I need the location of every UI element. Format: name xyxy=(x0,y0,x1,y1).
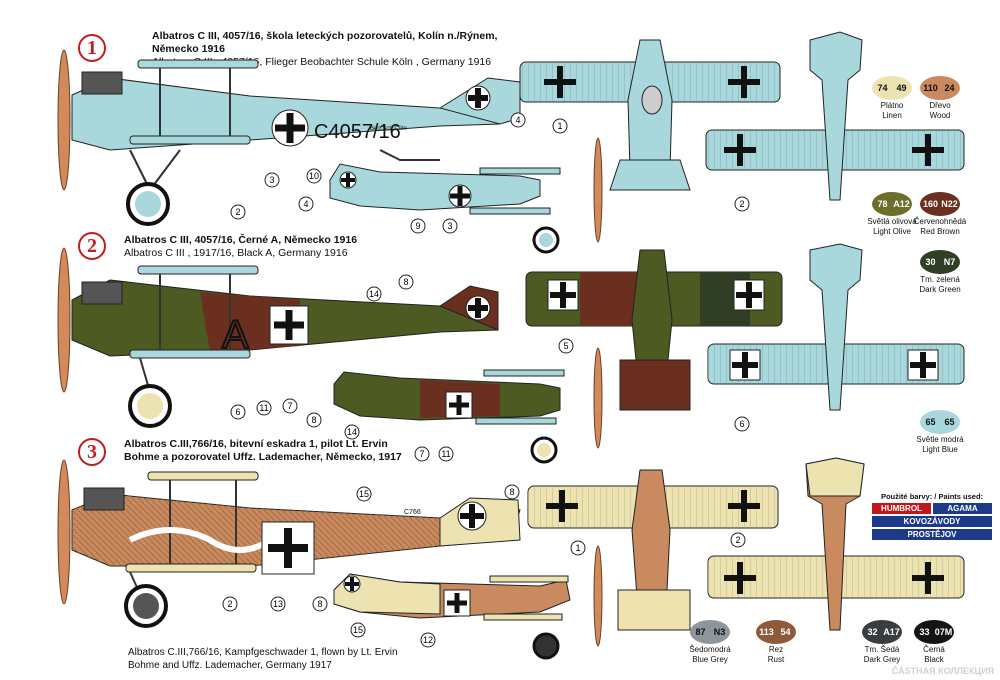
callout: 6 xyxy=(230,404,246,420)
callout: 2 xyxy=(230,204,246,220)
svg-text:10: 10 xyxy=(309,171,319,181)
callout: 1 xyxy=(552,118,568,134)
scheme-1-serial: C4057/16 xyxy=(314,121,401,143)
callouts: 1 2 2 3 3 4 4 9 10 5 6 6 7 7 8 8 11 11 1… xyxy=(222,112,750,648)
callout: 15 xyxy=(356,486,372,502)
callout: 7 xyxy=(282,398,298,414)
callout: 3 xyxy=(442,218,458,234)
svg-text:7: 7 xyxy=(419,449,424,459)
svg-text:2: 2 xyxy=(735,535,740,545)
callout: 11 xyxy=(256,400,272,416)
scheme-number-1: 1 xyxy=(78,34,106,62)
svg-text:13: 13 xyxy=(273,599,283,609)
svg-text:8: 8 xyxy=(403,277,408,287)
svg-text:3: 3 xyxy=(447,221,452,231)
callout: 11 xyxy=(438,446,454,462)
brand-agama: AGAMA xyxy=(933,503,992,514)
scheme-2-title-cz: Albatros C III, 4057/16, Černé A, Německ… xyxy=(124,234,358,246)
scheme-3-side-view-small xyxy=(333,545,603,660)
callout: 8 xyxy=(312,596,328,612)
callout: 2 xyxy=(734,196,750,212)
scheme-2-title-en: Albatros C III , 1917/16, Black A, Germa… xyxy=(124,247,348,259)
callout: 7 xyxy=(414,446,430,462)
svg-text:9: 9 xyxy=(415,221,420,231)
callout: 8 xyxy=(504,484,520,500)
svg-text:8: 8 xyxy=(311,415,316,425)
brand-humbrol: HUMBROL xyxy=(872,503,931,514)
callout: 9 xyxy=(410,218,426,234)
scheme-1-unit-marking: Beo.Sch.Cöln xyxy=(370,126,407,132)
callout: 8 xyxy=(306,412,322,428)
scheme-3-serial: C766 xyxy=(404,509,421,516)
brand-kovozavody: KOVOZÁVODY xyxy=(872,516,992,527)
svg-text:4: 4 xyxy=(515,115,520,125)
scheme-2-bottom-view xyxy=(707,243,965,411)
scheme-1-top-view xyxy=(519,39,781,191)
svg-text:4: 4 xyxy=(303,199,308,209)
svg-text:11: 11 xyxy=(441,449,450,459)
svg-text:3: 3 xyxy=(269,175,274,185)
svg-text:2: 2 xyxy=(739,199,744,209)
svg-text:1: 1 xyxy=(575,543,580,553)
scheme-3-title-cz: Albatros C.III,766/16, bitevní eskadra 1… xyxy=(124,438,402,463)
scheme-number-2: 2 xyxy=(78,232,106,260)
scheme-3-title-en: Albatros C.III,766/16, Kampfgeschwader 1… xyxy=(128,647,398,671)
scheme-3-title: Albatros C.III,766/16, bitevní eskadra 1… xyxy=(124,438,404,464)
scheme-number-3: 3 xyxy=(78,438,106,466)
scheme-2-title: Albatros C III, 4057/16, Černé A, Německ… xyxy=(124,234,504,260)
svg-text:15: 15 xyxy=(353,625,363,635)
paints-heading: Použité barvy: / Paints used: xyxy=(880,492,984,501)
svg-text:2: 2 xyxy=(235,207,240,217)
callout: 5 xyxy=(558,338,574,354)
scheme-1-title: Albatros C III, 4057/16, škola leteckých… xyxy=(152,30,532,69)
scheme-2-top-view xyxy=(525,249,783,411)
svg-text:12: 12 xyxy=(423,635,433,645)
watermark: ČÁSТНАЯ КОЛЛЕКЦИЯ xyxy=(891,666,994,676)
svg-text:6: 6 xyxy=(739,419,744,429)
callout: 13 xyxy=(270,596,286,612)
svg-text:11: 11 xyxy=(259,403,268,413)
scheme-2-side-view: A xyxy=(57,247,499,428)
svg-text:14: 14 xyxy=(369,289,379,299)
callout: 10 xyxy=(306,168,322,184)
callout: 4 xyxy=(298,196,314,212)
svg-text:6: 6 xyxy=(235,407,240,417)
brand-prostejov: PROSTĚJOV xyxy=(872,529,992,540)
paints-used-box: Použité barvy: / Paints used: HUMBROL AG… xyxy=(872,492,992,540)
callout: 12 xyxy=(420,632,436,648)
callout: 15 xyxy=(350,622,366,638)
callout: 3 xyxy=(264,172,280,188)
callout: 1 xyxy=(570,540,586,556)
scheme-1-side-view-small xyxy=(329,137,603,254)
scheme-1-side-view: C4057/16 Beo.Sch.Cöln xyxy=(57,49,521,226)
scheme-1-title-cz: Albatros C III, 4057/16, škola leteckých… xyxy=(152,30,498,55)
svg-text:8: 8 xyxy=(317,599,322,609)
scheme-2-side-view-small xyxy=(333,347,603,464)
svg-text:7: 7 xyxy=(287,401,292,411)
svg-text:1: 1 xyxy=(557,121,562,131)
callout: 14 xyxy=(366,286,382,302)
scheme-3-bottom-view xyxy=(707,457,965,631)
callout: 14 xyxy=(344,424,360,440)
callout: 4 xyxy=(510,112,526,128)
callout: 8 xyxy=(398,274,414,290)
callout: 2 xyxy=(222,596,238,612)
svg-text:14: 14 xyxy=(347,427,357,437)
scheme-3-top-view xyxy=(527,469,779,631)
callout: 2 xyxy=(730,532,746,548)
svg-text:8: 8 xyxy=(509,487,514,497)
svg-text:15: 15 xyxy=(359,489,369,499)
scheme-2-letter: A xyxy=(222,313,249,357)
scheme-3-side-view: C766 xyxy=(57,459,521,628)
svg-text:2: 2 xyxy=(227,599,232,609)
callout: 6 xyxy=(734,416,750,432)
scheme-1-bottom-view xyxy=(705,31,965,201)
svg-text:5: 5 xyxy=(563,341,568,351)
